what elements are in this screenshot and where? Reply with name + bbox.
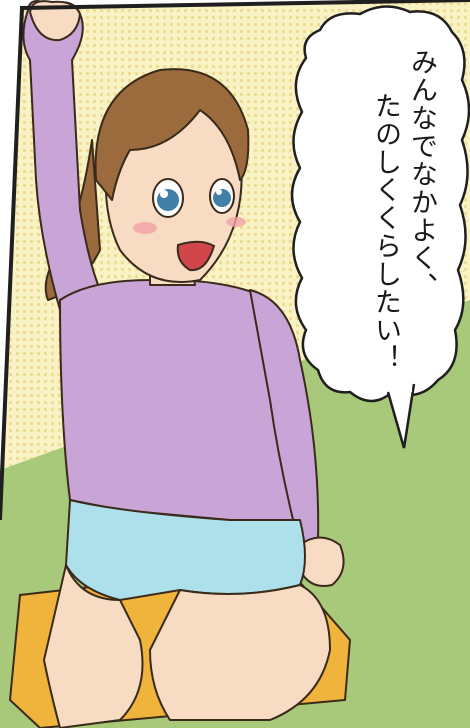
speech-bubble [290, 5, 470, 449]
face-details [133, 178, 246, 272]
speech-line-1: みんなでなかよく、 [406, 48, 437, 300]
speech-line-2: たのしくくらしたい！ [370, 92, 401, 372]
panel-border [0, 0, 470, 521]
girl-character [22, 0, 345, 728]
